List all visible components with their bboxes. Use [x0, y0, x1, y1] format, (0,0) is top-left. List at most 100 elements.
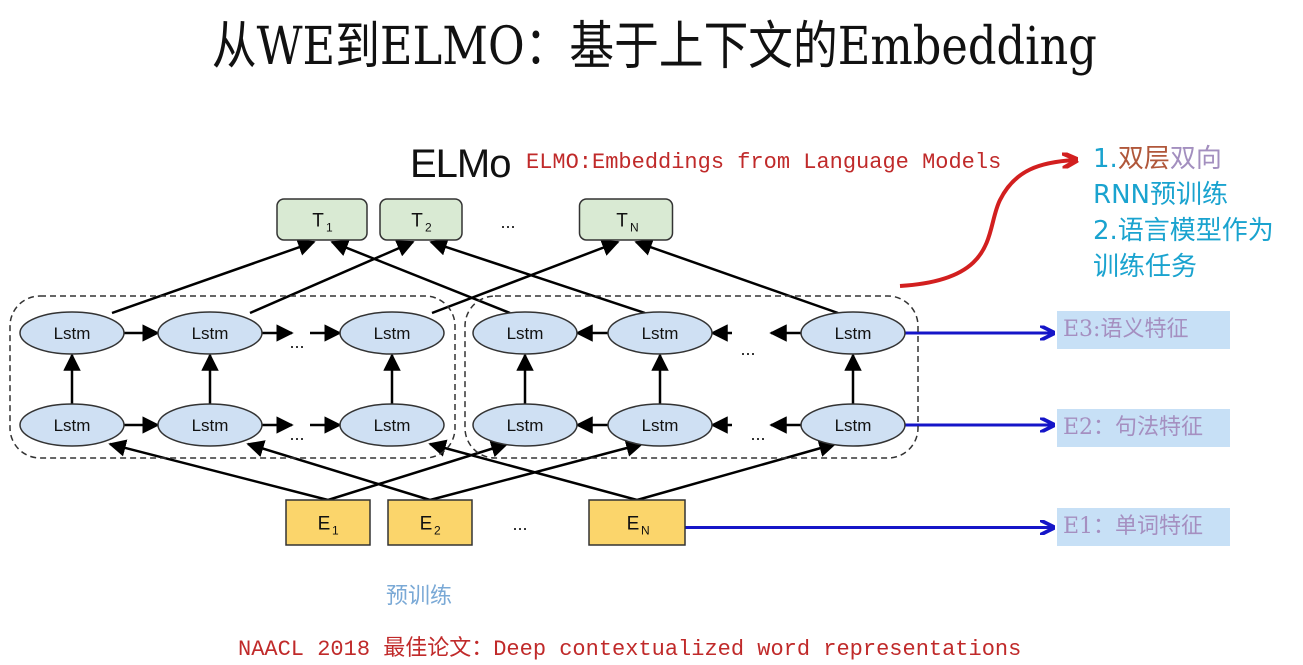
output-box-t1-subscript: 1: [326, 221, 333, 235]
forward-lstm-bottom: Lstm: [339, 403, 445, 447]
lstm-label: Lstm: [192, 416, 229, 435]
notes-box: 1.双层双向 RNN预训练 2.语言模型作为 训练任务: [1093, 141, 1274, 285]
lstm-label: Lstm: [507, 416, 544, 435]
backward-lstm-bottom: Lstm: [607, 403, 713, 447]
lstm-label: Lstm: [54, 416, 91, 435]
slide-title: 从WE到ELMO：基于上下文的Embedding: [211, 17, 1097, 77]
feature-label-e2: E2：句法特征: [1057, 409, 1230, 447]
lstm-ellipse: [800, 403, 906, 447]
lstm-ellipse: [472, 403, 578, 447]
output-box-t1-rect: [276, 198, 368, 241]
edge-input-to-backward-lstm: [327, 440, 509, 502]
forward-lstm-bottom: Lstm: [19, 403, 125, 447]
pretrain-label: 预训练: [386, 584, 453, 609]
backward-lstm-top: Lstm: [472, 311, 578, 355]
lstm-ellipse: [339, 403, 445, 447]
feature-label-e3: E3:语义特征: [1057, 311, 1230, 349]
backward-lstm-top: Lstm: [800, 311, 906, 355]
note-line-1: 1.双层双向: [1093, 141, 1274, 177]
lstm-label: Lstm: [374, 416, 411, 435]
input-box-en-label: E: [627, 514, 640, 535]
forward-lstm-bottom: Lstm: [157, 403, 263, 447]
elmo-subtitle: ELMO:Embeddings from Language Models: [526, 150, 1002, 175]
input-box-e2-subscript: 2: [434, 524, 441, 538]
lstm-ellipse: [19, 311, 125, 355]
edge-forward-lstm-to-output: [249, 240, 415, 315]
edge-input-to-forward-lstm: [246, 440, 431, 502]
lstm-label: Lstm: [507, 324, 544, 343]
output-box-tn-subscript: N: [630, 221, 639, 235]
output-box-tn-label: T: [616, 211, 628, 232]
note-line-4: 训练任务: [1093, 252, 1198, 282]
backward-lstm-bottom: Lstm: [800, 403, 906, 447]
input-box-en-subscript: N: [641, 524, 650, 538]
lstm-ellipse: [19, 403, 125, 447]
input-box-e1-subscript: 1: [332, 524, 339, 538]
backward-bottom-ellipsis: ...: [750, 424, 765, 444]
lstm-label: Lstm: [54, 324, 91, 343]
output-box-tn-rect: [578, 198, 674, 241]
forward-bottom-ellipsis: ...: [289, 424, 304, 444]
edge-forward-lstm-to-output: [111, 238, 316, 315]
edge-backward-lstm-to-output: [634, 238, 839, 315]
forward-lstm-top: Lstm: [157, 311, 263, 355]
forward-top-ellipsis: ...: [289, 332, 304, 352]
edge-forward-lstm-to-output: [431, 239, 620, 315]
edge-input-to-forward-lstm: [108, 439, 329, 502]
nodes-layer: LstmLstmLstmLstmLstmLstmLstmLstmLstmLstm…: [19, 198, 906, 546]
lstm-ellipse: [607, 311, 713, 355]
bilstm-groups: [9, 295, 919, 459]
input-box-e1-label: E: [318, 514, 331, 535]
lstm-ellipse: [339, 311, 445, 355]
backward-lstm-top: Lstm: [607, 311, 713, 355]
input-box-e2-label: E: [420, 514, 433, 535]
backward-lstm-bottom: Lstm: [472, 403, 578, 447]
input-box-e2-rect: [387, 499, 473, 546]
output-box-t2-rect: [379, 198, 463, 241]
note-num-1: 1.: [1093, 144, 1118, 174]
output-box-t2-subscript: 2: [425, 221, 432, 235]
edges-layer: [63, 160, 1075, 528]
output-box-t1-label: T: [312, 211, 324, 232]
note-bidirectional: 双向: [1169, 144, 1222, 174]
lstm-ellipse: [472, 311, 578, 355]
input-box-e1-rect: [285, 499, 371, 546]
feature-label-e1: E1：单词特征: [1057, 508, 1230, 546]
forward-lstm-top: Lstm: [339, 311, 445, 355]
lstm-label: Lstm: [835, 416, 872, 435]
edge-input-to-forward-lstm: [428, 439, 638, 502]
elmo-heading: ELMo: [410, 142, 511, 186]
lstm-label: Lstm: [642, 324, 679, 343]
lstm-label: Lstm: [374, 324, 411, 343]
forward-lstm-top: Lstm: [19, 311, 125, 355]
edge-backward-lstm-to-output: [429, 238, 646, 315]
backward-lstm-group: [464, 295, 919, 459]
lstm-label: Lstm: [642, 416, 679, 435]
lstm-label: Lstm: [835, 324, 872, 343]
lstm-ellipse: [157, 311, 263, 355]
highlight-arrow: [899, 160, 1075, 288]
output-box-t2-label: T: [411, 211, 423, 232]
note-bilayer: 双层: [1117, 144, 1170, 174]
edge-input-to-backward-lstm: [636, 439, 837, 502]
lstm-ellipse: [800, 311, 906, 355]
lstm-ellipse: [157, 403, 263, 447]
lstm-ellipse: [607, 403, 713, 447]
lstm-label: Lstm: [192, 324, 229, 343]
edge-backward-lstm-to-output: [330, 239, 511, 315]
backward-top-ellipsis: ...: [740, 339, 755, 359]
input-box-en-rect: [588, 499, 686, 546]
footer-citation: NAACL 2018 最佳论文：Deep contextualized word…: [238, 637, 1022, 662]
note-line-2: RNN预训练: [1093, 180, 1228, 210]
forward-lstm-group: [9, 295, 456, 459]
note-line-3: 2.语言模型作为: [1093, 216, 1274, 246]
input-ellipsis: ...: [512, 514, 527, 534]
output-ellipsis: ...: [500, 212, 515, 232]
